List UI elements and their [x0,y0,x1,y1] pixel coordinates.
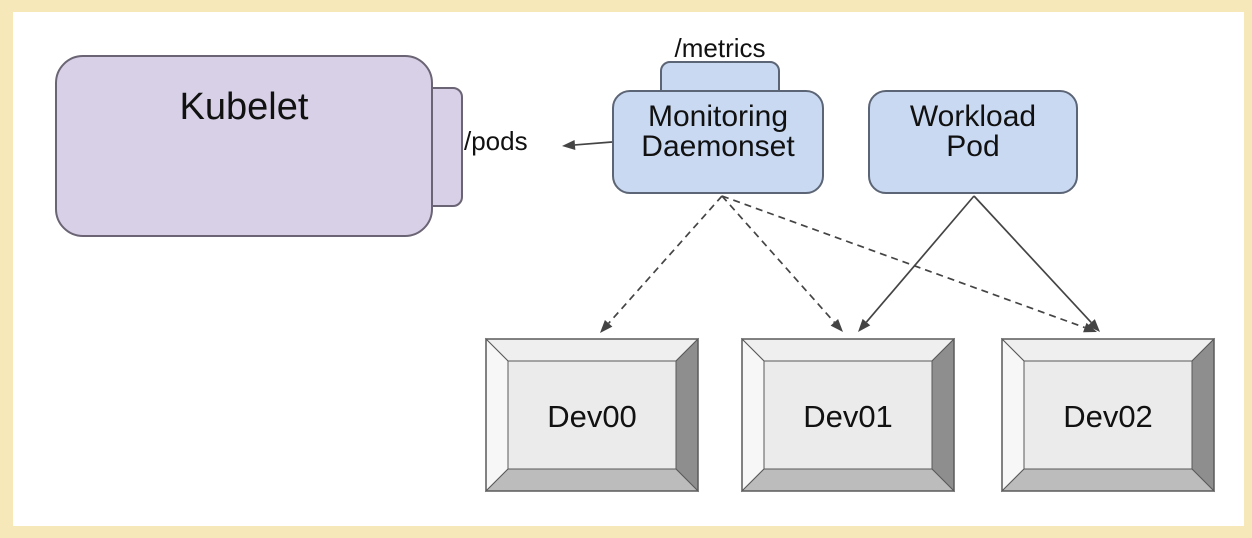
device-face-bottom [484,468,700,492]
arrowhead-workload-to-dev01 [858,318,871,332]
device-label-dev01: Dev01 [803,399,893,434]
kubelet-node: Kubelet [55,55,433,237]
arrowhead-daemonset-to-kubelet-pods [562,139,576,150]
device-node-dev00: Dev00 [484,337,700,493]
arrowhead-workload-to-dev02 [1087,319,1100,332]
monitoring-daemonset-node: Monitoring Daemonset [612,90,824,194]
device-outer-edge [741,338,955,492]
connector-workload-to-dev01 [865,195,975,323]
arrowhead-daemonset-to-dev01 [830,318,843,332]
device-label-dev02: Dev02 [1063,399,1153,434]
connector-workload-to-dev02 [973,195,1092,324]
device-outer-edge [1001,338,1215,492]
device-face-right [931,337,955,493]
device-inner-face [1023,360,1193,470]
connector-daemonset-to-dev01 [721,195,835,323]
device-face-top [484,338,700,362]
workload-pod-node: Workload Pod [868,90,1078,194]
device-label-dev00: Dev00 [547,399,637,434]
device-face-left [485,337,509,493]
kubelet-label: Kubelet [179,86,309,128]
device-face-right [675,337,699,493]
metrics-endpoint-label: /metrics [674,33,766,63]
device-face-left [741,337,765,493]
connector-daemonset-to-dev00 [608,195,723,324]
pods-endpoint-label: /pods [464,126,528,156]
device-outer-edge [485,338,699,492]
device-inner-face [763,360,933,470]
device-face-bottom [1000,468,1216,492]
device-face-right [1191,337,1215,493]
monitoring-daemonset-label-line2: Daemonset [641,130,795,163]
workload-pod-label-line2: Pod [946,130,1000,163]
workload-pod-label-line1: Workload [909,100,1037,133]
device-face-top [1000,338,1216,362]
device-node-dev02: Dev02 [1000,337,1216,493]
device-face-top [740,338,956,362]
device-face-bottom [740,468,956,492]
arrowhead-daemonset-to-dev00 [600,319,613,333]
connector-daemonset-to-dev02 [721,195,1086,329]
device-node-dev01: Dev01 [740,337,956,493]
arrowhead-daemonset-to-dev02 [1083,322,1097,333]
device-inner-face [507,360,677,470]
connector-daemonset-to-kubelet-pods [574,141,613,146]
monitoring-daemonset-label-line1: Monitoring [647,100,789,133]
device-face-left [1001,337,1025,493]
